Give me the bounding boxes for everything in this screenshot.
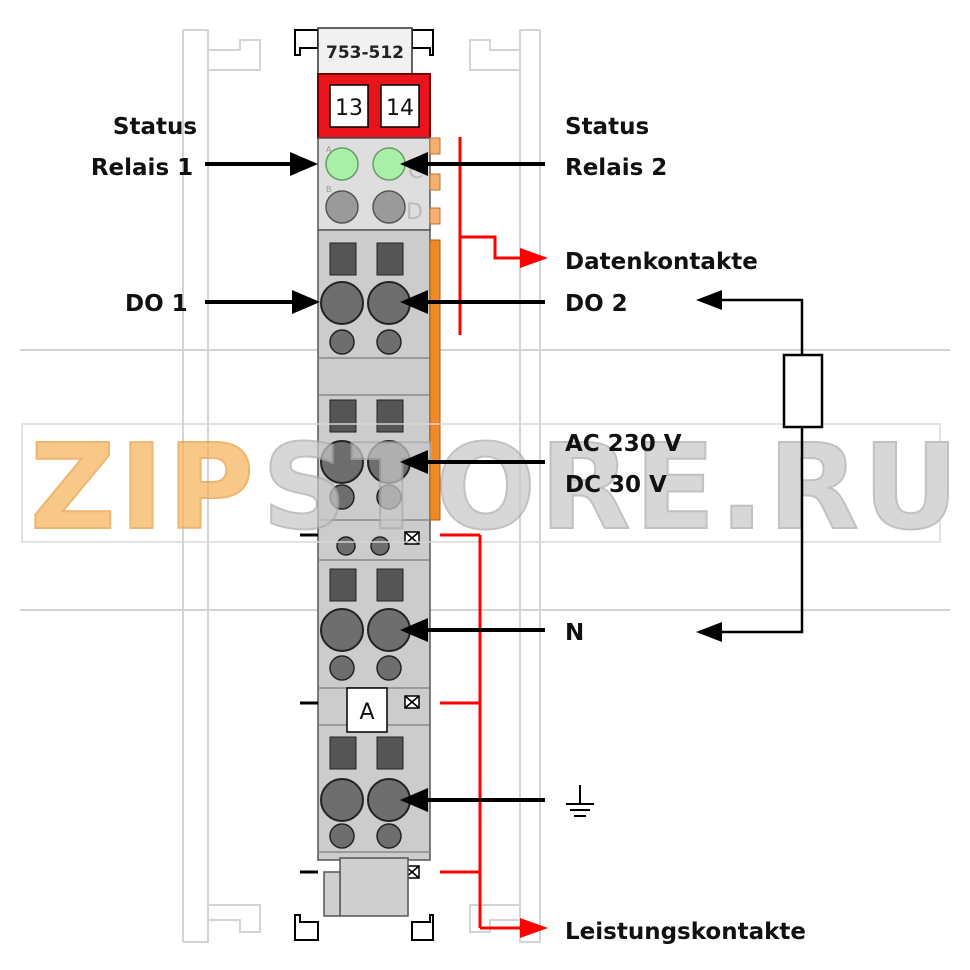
led-off-b (372, 190, 406, 224)
data-contacts-wire (458, 137, 525, 335)
watermark-part-zip: ZIP (30, 418, 258, 556)
label-leistungskontakte: Leistungskontakte (565, 919, 806, 945)
label-status-relais-1-line2: Relais 1 (91, 155, 193, 181)
terminal-group-ground (320, 736, 411, 849)
load-resistor (782, 353, 824, 429)
load-circuit (720, 298, 824, 634)
label-status-relais-2-line1: Status (565, 114, 649, 140)
terminal-group-do (320, 242, 411, 355)
label-voltage-dc: DC 30 V (565, 472, 667, 498)
label-do1: DO 1 (125, 291, 188, 317)
led-small-letter-a: A (326, 145, 332, 154)
led-off-a (325, 190, 359, 224)
label-status-relais-1-line1: Status (113, 114, 197, 140)
marker-a-box (346, 687, 388, 733)
power-contacts-wire (440, 533, 525, 930)
terminal-label-13: 13 (335, 96, 363, 121)
status-led-relais-1 (325, 147, 359, 181)
marker-a-label: A (359, 700, 374, 725)
watermark: ZIP STORE.RU (21, 417, 963, 557)
din-rail-ghost (20, 29, 950, 943)
label-status-relais-2-line2: Relais 2 (565, 155, 667, 181)
led-small-letter-b: B (326, 185, 332, 194)
terminal-label-14: 14 (386, 96, 414, 121)
label-voltage-ac: AC 230 V (565, 431, 682, 457)
terminal-do1 (320, 281, 364, 325)
label-neutral: N (565, 620, 584, 646)
model-number: 753-512 (326, 43, 404, 63)
label-datenkontakte: Datenkontakte (565, 249, 758, 275)
label-do2: DO 2 (565, 291, 628, 317)
led-row-letter-d: D (406, 200, 423, 225)
watermark-part-store: STORE.RU (262, 418, 963, 556)
ground-icon (566, 785, 594, 817)
terminal-group-neutral: A (320, 568, 411, 733)
pointer-arrows (205, 159, 545, 805)
